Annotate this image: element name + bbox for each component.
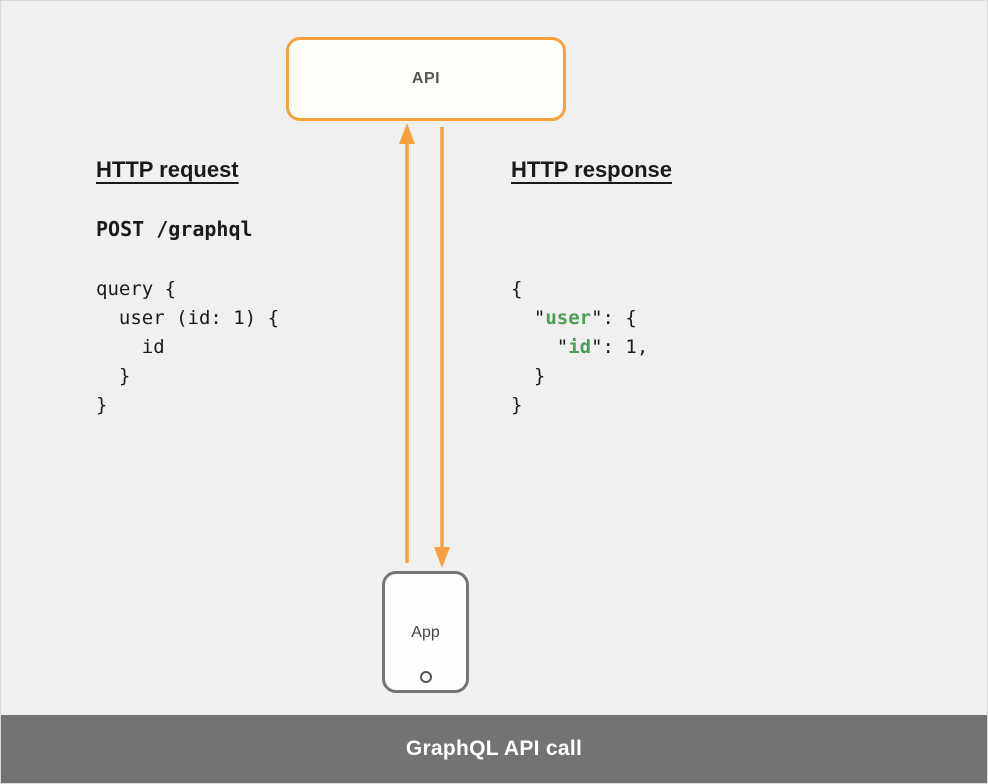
response-code-line: {	[511, 278, 523, 300]
response-code-line: }	[511, 394, 523, 416]
response-code-block: { "user": { "id": 1, }}	[511, 275, 648, 420]
app-node-label: App	[411, 624, 440, 641]
request-code-line: }	[96, 365, 131, 387]
caption-bar: GraphQL API call	[1, 715, 987, 783]
request-arrow-head-icon	[399, 123, 415, 144]
response-code-line: "user": {	[511, 307, 637, 329]
request-code-line: }	[96, 394, 108, 416]
request-method-line: POST /graphql	[96, 217, 253, 241]
request-code-line: user (id: 1) {	[96, 307, 280, 329]
request-code-line: id	[96, 336, 165, 358]
request-code-block: query { user (id: 1) { id }}	[96, 275, 279, 420]
api-node: API	[286, 37, 566, 121]
request-code-line: query {	[96, 278, 177, 300]
response-arrow-head-icon	[434, 547, 450, 568]
api-node-label: API	[411, 70, 441, 87]
json-key-highlight: id	[568, 336, 592, 358]
app-node: App	[382, 571, 469, 693]
phone-home-button-icon	[419, 671, 432, 683]
json-key-highlight: user	[545, 307, 592, 329]
http-response-heading: HTTP response	[511, 157, 672, 182]
http-request-heading: HTTP request	[96, 157, 239, 182]
response-code-line: "id": 1,	[511, 336, 649, 358]
response-code-line: }	[511, 365, 546, 387]
caption-text: GraphQL API call	[405, 737, 583, 760]
